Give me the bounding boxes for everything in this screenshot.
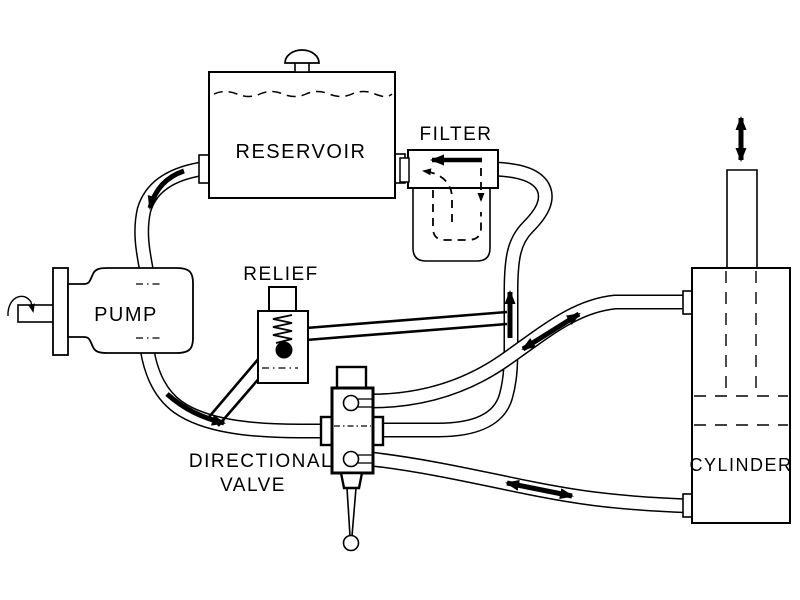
filter-component: FILTER (399, 124, 499, 262)
cylinder-component: CYLINDER (682, 116, 792, 524)
pump-body (67, 267, 194, 354)
flow-arrow-pump-to-valve (165, 392, 226, 426)
reservoir-cap-dome (284, 49, 320, 64)
flow-arrows (147, 168, 581, 500)
reservoir-tank (208, 71, 396, 199)
pump-label: PUMP (94, 304, 158, 326)
relief-valve-body (257, 310, 309, 384)
hose-valve-to-cylinder-top (370, 294, 690, 409)
flow-arrow-reservoir-to-pump (147, 168, 185, 210)
lever-line-b (351, 487, 357, 537)
relief-valve-component: RELIEF (243, 264, 319, 384)
relief-valve-cap (268, 286, 297, 312)
reservoir-label: RESERVOIR (236, 141, 367, 163)
directional-valve-bottom-port (342, 450, 360, 468)
directional-valve-lever-knob (342, 534, 360, 552)
directional-valve-label-line2: VALVE (220, 475, 286, 496)
pump-component: PUMP (7, 267, 194, 356)
hose-valve-to-filter (378, 161, 553, 438)
hose-valve-to-cylinder-bottom (370, 451, 691, 514)
directional-valve-top-port (342, 394, 360, 412)
flow-arrow-cylinder-bottom-double (505, 479, 574, 500)
pump-flange (52, 267, 69, 356)
pump-shaft (17, 304, 55, 323)
directional-valve-label-line1: DIRECTIONAL (189, 451, 333, 472)
line-relief-to-return (305, 310, 508, 342)
directional-valve-component: DIRECTIONAL VALVE (189, 365, 385, 552)
hose-pump-to-valve (139, 347, 336, 439)
directional-valve-top-cap (335, 365, 368, 390)
filter-head (407, 149, 499, 189)
filter-internal-loop (432, 190, 482, 241)
cylinder-label: CYLINDER (689, 455, 792, 475)
filter-internal-out-arrow (422, 168, 453, 222)
reservoir-component: RESERVOIR (198, 49, 406, 199)
pump-rotation-arrow (7, 295, 35, 317)
flow-arrow-cylinder-top-double (521, 311, 581, 352)
relief-valve-spring (272, 314, 293, 344)
filter-label: FILTER (419, 124, 492, 145)
lever-line-a (346, 487, 351, 537)
reservoir-fluid-level-line (213, 90, 393, 98)
cylinder-rod (726, 169, 758, 268)
filter-bowl (412, 185, 491, 262)
directional-valve-left-flange (319, 415, 334, 447)
filter-left-port (399, 157, 410, 183)
relief-valve-poppet-ball (275, 341, 293, 359)
relief-valve-label: RELIEF (243, 264, 319, 285)
hose-reservoir-to-pump (134, 161, 203, 275)
directional-valve-stem (339, 471, 364, 490)
